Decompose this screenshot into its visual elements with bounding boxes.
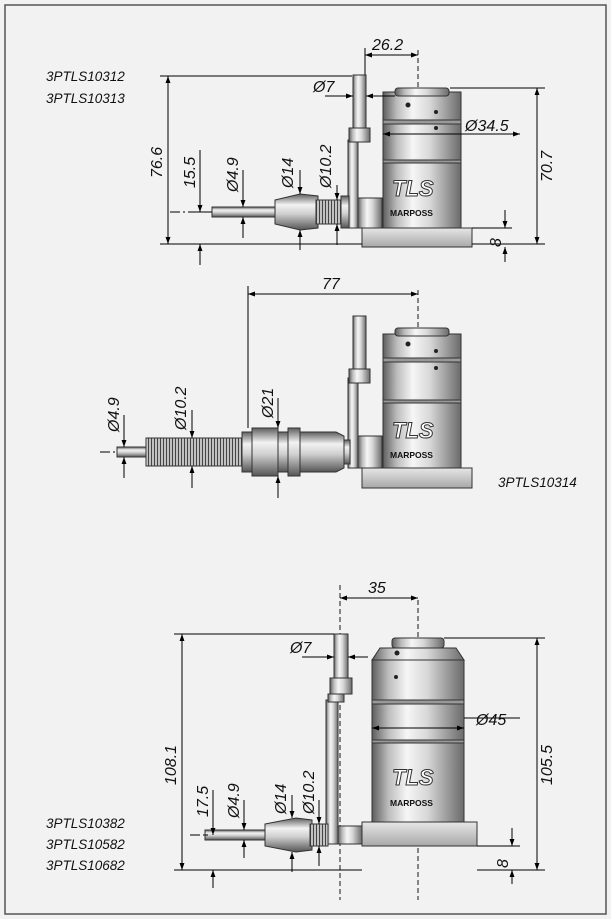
top-dim-nose-dia: Ø14 xyxy=(280,158,297,189)
top-logo: TLS xyxy=(392,176,434,201)
bottom-dim-thread-dia: Ø10.2 xyxy=(301,770,318,815)
middle-code: 3PTLS10314 xyxy=(498,475,577,490)
middle-brand: MARPOSS xyxy=(390,450,433,460)
top-code-2: 3PTLS10313 xyxy=(46,91,125,106)
middle-dimensions xyxy=(121,286,418,498)
middle-dim-tip-dia: Ø4.9 xyxy=(106,397,123,433)
bottom-code-1: 3PTLS10382 xyxy=(46,816,125,831)
bottom-dim-offset: 35 xyxy=(368,580,386,597)
bottom-code-2: 3PTLS10582 xyxy=(46,837,125,852)
bottom-dim-total-height: 108.1 xyxy=(163,745,180,785)
top-dimensions xyxy=(160,48,545,265)
top-dim-body-height: 70.7 xyxy=(539,150,556,182)
bottom-dim-axis-height: 17.5 xyxy=(195,786,212,817)
bottom-dim-pin-dia: Ø7 xyxy=(289,640,312,657)
top-dim-pin-dia: Ø7 xyxy=(312,79,335,96)
middle-view xyxy=(100,290,473,490)
top-dim-body-dia: Ø34.5 xyxy=(464,118,509,135)
bottom-dim-nose-dia: Ø14 xyxy=(273,784,290,815)
top-dim-axis-height: 15.5 xyxy=(182,157,199,188)
bottom-dimensions xyxy=(174,595,545,888)
top-dim-offset: 26.2 xyxy=(371,37,403,54)
middle-dim-nut-dia: Ø21 xyxy=(260,388,277,419)
top-dim-tip-dia: Ø4.9 xyxy=(225,157,242,193)
bottom-dim-body-dia: Ø45 xyxy=(475,712,506,729)
top-view xyxy=(170,50,473,248)
sheet-frame xyxy=(4,4,607,915)
bottom-dim-base: 8 xyxy=(495,859,512,868)
bottom-dim-body-height: 105.5 xyxy=(539,745,556,785)
bottom-brand: MARPOSS xyxy=(390,798,433,808)
middle-dim-thread-dia: Ø10.2 xyxy=(173,386,190,431)
bottom-logo: TLS xyxy=(392,765,434,790)
top-dim-total-height: 76.6 xyxy=(149,147,166,178)
top-brand: MARPOSS xyxy=(390,208,433,218)
middle-dim-length: 77 xyxy=(322,276,341,293)
top-dim-base: 8 xyxy=(488,238,505,247)
middle-logo: TLS xyxy=(392,418,434,443)
bottom-view xyxy=(190,585,478,900)
bottom-dim-tip-dia: Ø4.9 xyxy=(226,783,243,819)
bottom-code-3: 3PTLS10682 xyxy=(46,858,125,873)
top-code-1: 3PTLS10312 xyxy=(46,69,125,84)
top-dim-thread-dia: Ø10.2 xyxy=(318,144,335,189)
